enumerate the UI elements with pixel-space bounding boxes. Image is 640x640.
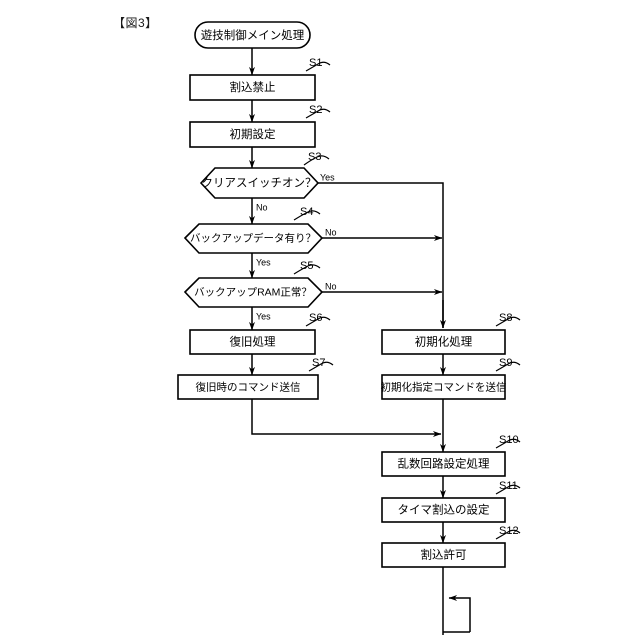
node-s1-label: 割込禁止 — [230, 80, 276, 94]
leader-s11 — [495, 484, 521, 495]
branch-label-s5-yes: Yes — [256, 311, 271, 321]
node-s12-shape — [381, 542, 506, 568]
node-s1-shape — [189, 74, 316, 101]
node-s9-label: 初期化指定コマンドを送信 — [381, 380, 507, 393]
figure-label: 【図3】 — [113, 16, 158, 30]
leader-s8 — [495, 316, 521, 327]
step-label-s1: S1 — [309, 57, 322, 69]
node-s5-label: バックアップRAM正常？ — [194, 285, 312, 298]
leader-s3 — [303, 155, 330, 166]
node-s4-label: バックアップデータ有り？ — [190, 231, 316, 244]
node-s7-shape — [177, 374, 319, 400]
step-label-s9: S9 — [499, 357, 512, 369]
step-label-s12: S12 — [499, 525, 519, 537]
node-s3-shape — [199, 167, 320, 199]
node-s9-shape — [381, 374, 506, 400]
node-s3-label: クリアスイッチオン？ — [202, 177, 317, 190]
step-label-s7: S7 — [312, 357, 325, 369]
leader-s2 — [305, 108, 331, 119]
node-s8-shape — [381, 329, 506, 355]
leader-s10 — [495, 438, 521, 449]
step-label-s10: S10 — [499, 434, 519, 446]
step-label-s8: S8 — [499, 312, 512, 324]
node-s11-label: タイマ割込の設定 — [398, 503, 490, 517]
node-start-shape — [194, 21, 311, 49]
branch-label-s3-no: No — [256, 202, 268, 212]
leader-s1 — [305, 61, 331, 72]
step-label-s6: S6 — [309, 312, 322, 324]
node-s8-label: 初期化処理 — [415, 335, 473, 349]
node-s6-shape — [189, 329, 316, 355]
node-s10-label: 乱数回路設定処理 — [398, 457, 490, 471]
node-s6-label: 復旧処理 — [230, 335, 276, 349]
node-s2-shape — [189, 121, 316, 148]
connector-s7-to-trunk — [251, 399, 442, 437]
node-s5-shape — [183, 277, 324, 308]
step-label-s2: S2 — [309, 104, 322, 116]
connector-loop-back — [448, 595, 471, 632]
branch-label-s4-yes: Yes — [256, 257, 271, 267]
connector-s3-yes-to-trunk — [318, 182, 444, 328]
leader-s9 — [495, 361, 521, 372]
node-start-label: 遊技制御メイン処理 — [201, 28, 305, 42]
step-label-s4: S4 — [300, 206, 313, 218]
step-label-s5: S5 — [300, 260, 313, 272]
branch-label-s5-no: No — [325, 281, 337, 291]
branch-label-s4-no: No — [325, 227, 337, 237]
node-s4-shape — [183, 223, 324, 254]
leader-s4 — [293, 210, 321, 221]
leader-s6 — [305, 316, 331, 327]
node-s10-shape — [381, 451, 506, 477]
leader-s7 — [308, 361, 334, 372]
node-s11-shape — [381, 497, 506, 523]
leader-s5 — [293, 264, 321, 275]
node-s12-label: 割込許可 — [421, 548, 467, 562]
node-s7-label: 復旧時のコマンド送信 — [196, 380, 301, 393]
branch-label-s3-yes: Yes — [320, 172, 335, 182]
step-label-s11: S11 — [499, 480, 518, 492]
step-label-s3: S3 — [308, 151, 321, 163]
leader-s12 — [495, 529, 521, 540]
node-s2-label: 初期設定 — [230, 127, 276, 141]
